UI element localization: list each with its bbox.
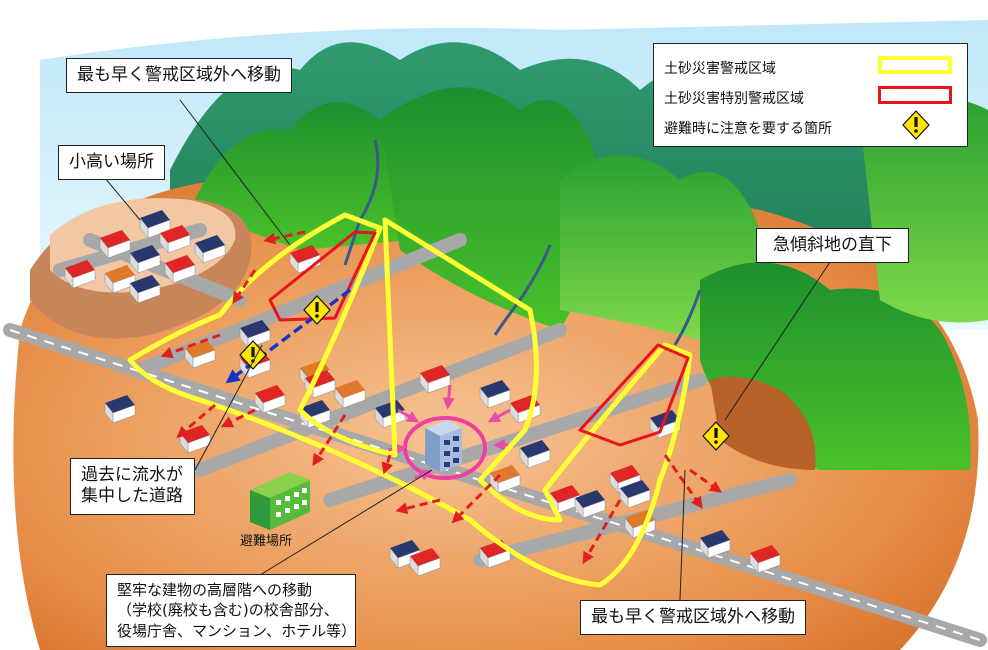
evacuation-arrows bbox=[160, 230, 722, 565]
shelter-building bbox=[250, 472, 310, 530]
legend: 土砂災害警戒区域 土砂災害特別警戒区域 避難時に注意を要する箇所 bbox=[653, 43, 968, 147]
callout-move-out-bottom: 最も早く警戒区域外へ移動 bbox=[580, 600, 806, 636]
warning-diamond-icon bbox=[902, 110, 930, 140]
callout-steep-slope: 急傾斜地の直下 bbox=[756, 228, 909, 264]
mountain-5 bbox=[860, 97, 988, 323]
legend-special-zone-swatch bbox=[878, 86, 952, 104]
legend-warning-zone-swatch bbox=[878, 56, 952, 74]
steep-slope-cliff bbox=[710, 376, 816, 470]
legend-warning-zone-label: 土砂災害警戒区域 bbox=[664, 61, 776, 77]
warning-zone-outline bbox=[127, 212, 693, 588]
callout-past-water-line1: 過去に流水が bbox=[81, 465, 183, 485]
special-zone-outline bbox=[268, 230, 690, 447]
callout-move-out-top: 最も早く警戒区域外へ移動 bbox=[66, 58, 292, 94]
callout-sturdy-line3: 役場庁舎、マンション、ホテル等） bbox=[117, 621, 357, 640]
legend-special-zone-label: 土砂災害特別警戒区域 bbox=[664, 91, 804, 107]
stream-3 bbox=[673, 289, 702, 346]
sturdy-building bbox=[425, 420, 462, 472]
callout-high-place: 小高い場所 bbox=[58, 145, 165, 181]
callout-past-water-line2: 集中した道路 bbox=[81, 486, 183, 507]
legend-caution-label: 避難時に注意を要する箇所 bbox=[664, 121, 832, 137]
callout-sturdy-line1: 堅牢な建物の高層階への移動 bbox=[117, 581, 313, 599]
shelter-label: 避難場所 bbox=[240, 534, 293, 549]
stream-2 bbox=[493, 244, 552, 336]
mountain-2 bbox=[380, 87, 600, 330]
callout-past-water: 過去に流水が 集中した道路 bbox=[70, 458, 195, 515]
callout-sturdy-building: 堅牢な建物の高層階への移動 （学校(廃校も含む)の校舎部分、 役場庁舎、マンショ… bbox=[106, 574, 356, 647]
leader-lines bbox=[104, 99, 831, 601]
callout-sturdy-line2: （学校(廃校も含む)の校舎部分、 bbox=[117, 601, 339, 620]
mountain-1 bbox=[190, 102, 412, 250]
